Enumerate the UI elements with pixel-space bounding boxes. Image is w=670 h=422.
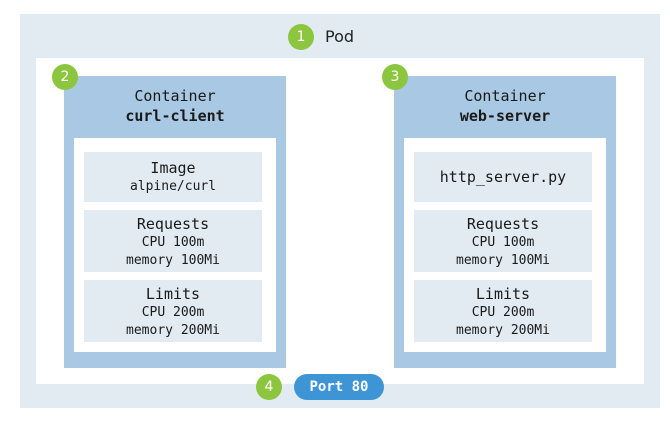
image-value: alpine/curl: [129, 179, 217, 194]
container-body: http_server.py Requests CPU 100m memory …: [404, 138, 606, 352]
image-label: Image: [150, 159, 196, 177]
limits-label: Limits: [475, 285, 531, 303]
image-box: http_server.py: [414, 152, 592, 202]
limits-box: Limits CPU 200m memory 200Mi: [84, 280, 262, 342]
container-heading-label: Container: [134, 87, 216, 105]
container-name: web-server: [459, 107, 551, 125]
limits-label: Limits: [145, 285, 201, 303]
limits-box: Limits CPU 200m memory 200Mi: [414, 280, 592, 342]
limits-memory: memory 200Mi: [456, 323, 550, 338]
limits-cpu: CPU 200m: [471, 305, 535, 320]
container-curl-client: Container curl-client Image alpine/curl …: [64, 76, 286, 368]
pod-badge: 1: [288, 24, 314, 50]
image-value: http_server.py: [439, 168, 567, 186]
image-box: Image alpine/curl: [84, 152, 262, 202]
port-badge: 4: [256, 374, 282, 400]
requests-box: Requests CPU 100m memory 100Mi: [414, 210, 592, 272]
container-2-badge: 3: [382, 64, 408, 90]
container-heading: Container curl-client: [64, 86, 286, 126]
container-heading-label: Container: [464, 87, 546, 105]
requests-label: Requests: [136, 215, 210, 233]
limits-cpu: CPU 200m: [141, 305, 205, 320]
port-pill: Port 80: [294, 374, 384, 400]
requests-memory: memory 100Mi: [456, 253, 550, 268]
requests-cpu: CPU 100m: [141, 235, 205, 250]
container-name: curl-client: [125, 107, 225, 125]
container-1-badge: 2: [52, 64, 78, 90]
pod-title: Pod: [325, 27, 355, 46]
container-body: Image alpine/curl Requests CPU 100m memo…: [74, 138, 276, 352]
container-heading: Container web-server: [394, 86, 616, 126]
requests-box: Requests CPU 100m memory 100Mi: [84, 210, 262, 272]
requests-memory: memory 100Mi: [126, 253, 220, 268]
limits-memory: memory 200Mi: [126, 323, 220, 338]
requests-label: Requests: [466, 215, 540, 233]
requests-cpu: CPU 100m: [471, 235, 535, 250]
container-web-server: Container web-server http_server.py Requ…: [394, 76, 616, 368]
